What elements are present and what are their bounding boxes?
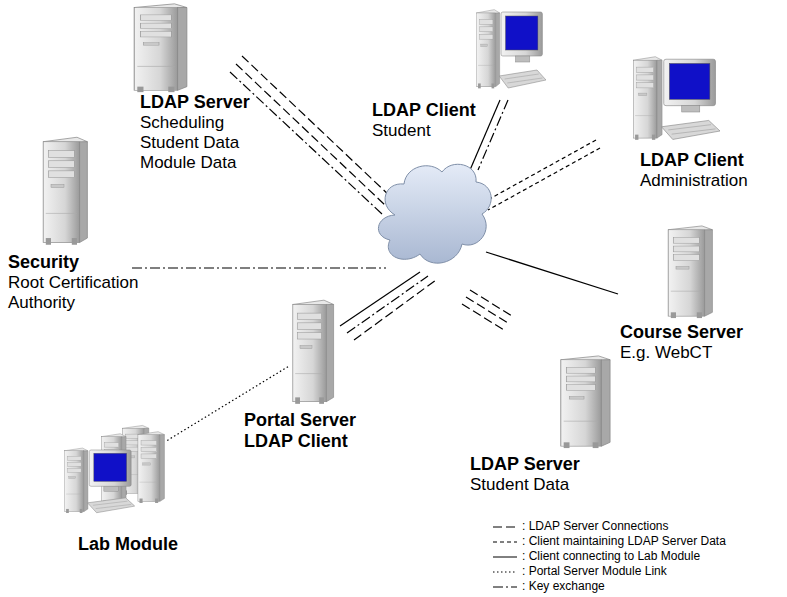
node-heading: Security (8, 252, 168, 273)
legend-row: : Client connecting to Lab Module (492, 548, 726, 563)
legend-sample (492, 537, 518, 545)
node-heading: LDAP Server (470, 454, 630, 475)
node-body: Student (372, 121, 482, 141)
node-label: LDAP ServerStudent Data (470, 454, 630, 495)
computer-node: LDAP ServerScheduling Student Data Modul… (128, 2, 267, 175)
node-heading: Portal Server (244, 410, 394, 431)
tower-icon (38, 135, 90, 247)
node-heading: LDAP Client (640, 150, 780, 171)
node-body: E.g. WebCT (620, 343, 780, 363)
node-heading: LDAP Client (244, 431, 394, 452)
node-body: Student Data (470, 475, 630, 495)
legend-row: : Client maintaining LDAP Server Data (492, 533, 726, 548)
tower-icon (663, 224, 715, 320)
node-body: Root Certification Authority (8, 273, 168, 313)
legend-text: : Portal Server Module Link (522, 564, 667, 578)
network-links (132, 56, 618, 340)
node-label: Portal ServerLDAP Client (244, 410, 394, 452)
node-heading: Lab Module (78, 534, 218, 555)
computer-node: LDAP ServerStudent Data (470, 354, 632, 497)
node-label: LDAP ClientAdministration (640, 150, 780, 191)
computer-node: LDAP ClientStudent (372, 8, 548, 143)
pc-icon (474, 8, 546, 98)
connector-line (166, 367, 288, 442)
legend-sample (492, 582, 518, 590)
legend-sample (492, 552, 518, 560)
computer-node: Lab Module (62, 424, 220, 557)
legend-text: : LDAP Server Connections (522, 519, 669, 533)
node-label: Lab Module (78, 534, 218, 555)
node-heading: Course Server (620, 322, 780, 343)
node-heading: LDAP Server (140, 92, 265, 113)
node-body: Administration (640, 171, 780, 191)
module-link (166, 367, 288, 442)
legend-sample (492, 522, 518, 530)
node-label: LDAP ClientStudent (372, 100, 482, 141)
computer-node: Course ServerE.g. WebCT (620, 224, 782, 365)
node-label: SecurityRoot Certification Authority (8, 252, 168, 313)
computer-node: LDAP ClientAdministration (630, 55, 782, 193)
tower-icon (128, 2, 190, 94)
legend-row: : Key exchange (492, 578, 726, 593)
legend: : LDAP Server Connections: Client mainta… (492, 518, 726, 593)
computer-node: Portal ServerLDAP Client (244, 298, 396, 454)
legend-text: : Key exchange (522, 579, 605, 593)
legend-row: : LDAP Server Connections (492, 518, 726, 533)
node-label: Course ServerE.g. WebCT (620, 322, 780, 363)
computer-node: SecurityRoot Certification Authority (8, 135, 170, 315)
legend-sample (492, 567, 518, 575)
network-cloud (378, 164, 491, 263)
node-body: Scheduling Student Data Module Data (140, 113, 265, 173)
pc-icon (630, 55, 720, 150)
tower-icon (288, 298, 336, 406)
lab-icon (62, 424, 166, 522)
legend-row: : Portal Server Module Link (492, 563, 726, 578)
tower-icon (555, 354, 613, 450)
legend-text: : Client connecting to Lab Module (522, 549, 700, 563)
node-heading: LDAP Client (372, 100, 482, 121)
legend-text: : Client maintaining LDAP Server Data (522, 534, 726, 548)
node-label: LDAP ServerScheduling Student Data Modul… (140, 92, 265, 173)
